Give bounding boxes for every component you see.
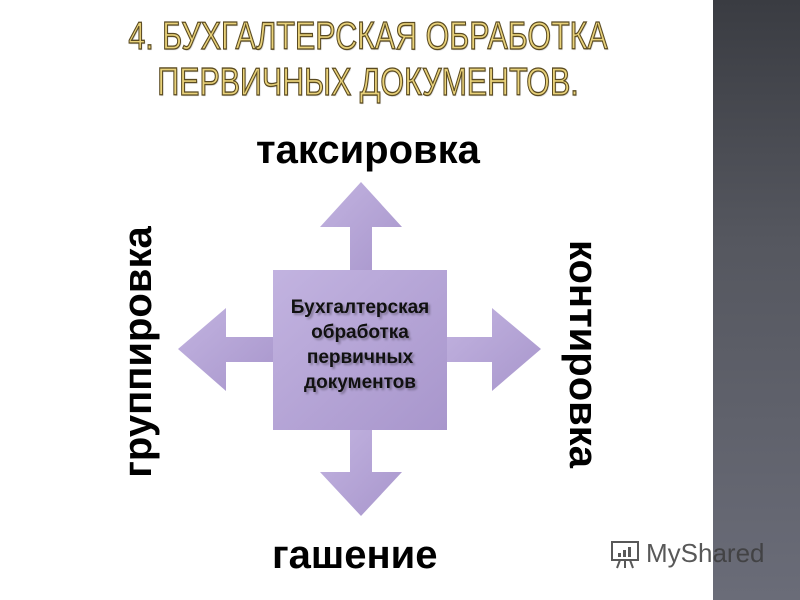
label-top: таксировка: [256, 128, 480, 172]
center-line: Бухгалтерская: [290, 297, 430, 318]
watermark-text: MyShared: [646, 537, 765, 568]
watermark: MyShared: [608, 536, 765, 570]
arrow-up: [320, 182, 402, 270]
center-box-text: Бухгалтерская обработка первичных докуме…: [273, 295, 447, 395]
arrow-down: [320, 430, 402, 516]
center-line: первичных: [306, 347, 414, 368]
title-line-1: 4. БУХГАЛТЕРСКАЯ ОБРАБОТКА: [128, 14, 608, 58]
slide-title: 4. БУХГАЛТЕРСКАЯ ОБРАБОТКА ПЕРВИЧНЫХ ДОК…: [0, 14, 736, 106]
presentation-board-icon: [611, 541, 639, 569]
arrow-left: [178, 308, 273, 391]
arrow-right: [447, 308, 541, 391]
center-line: документов: [304, 372, 416, 393]
center-line: обработка: [311, 322, 409, 343]
label-bottom: гашение: [272, 533, 438, 577]
label-right: контировка: [561, 240, 605, 468]
title-line-2: ПЕРВИЧНЫХ ДОКУМЕНТОВ.: [157, 60, 579, 104]
label-left: группировка: [116, 226, 160, 478]
center-box: [273, 270, 447, 430]
side-strip: [713, 0, 800, 600]
